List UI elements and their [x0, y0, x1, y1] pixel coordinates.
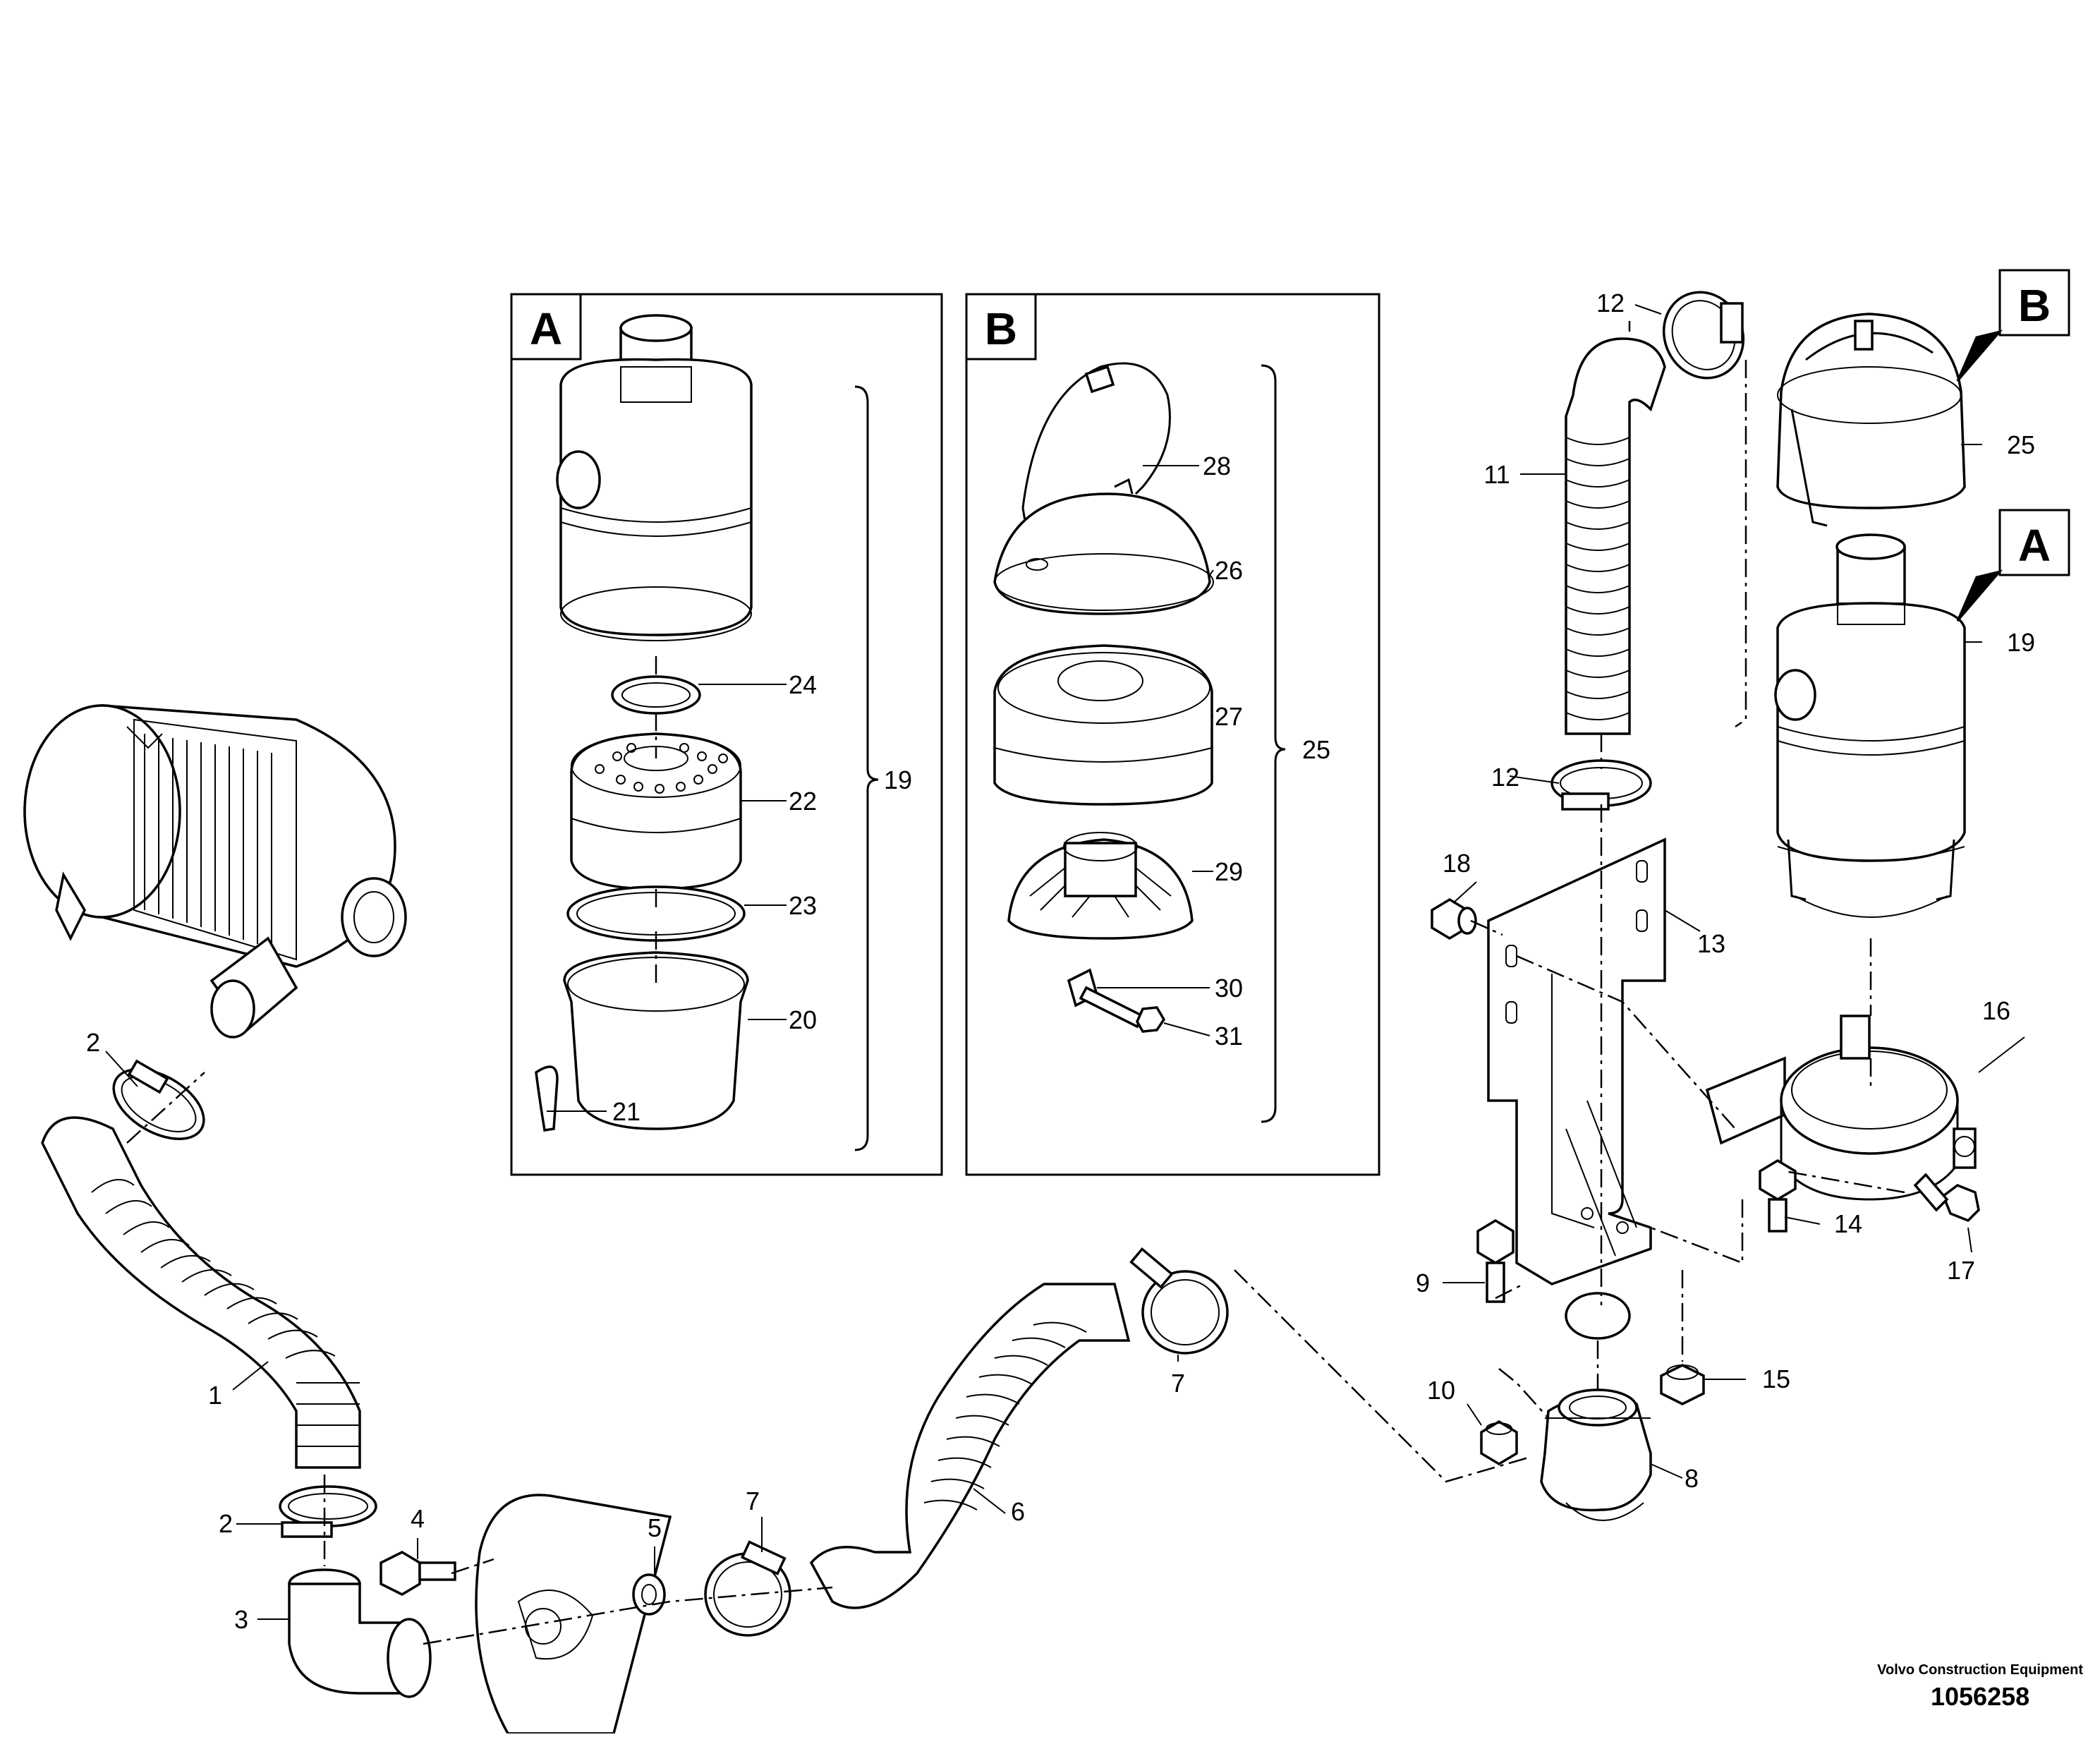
callout-25: 25 [1302, 735, 1330, 764]
bolt-31 [1079, 986, 1166, 1033]
callout-22: 22 [789, 787, 817, 816]
retaining-clip-28 [1021, 362, 1171, 552]
elbow-8 [1540, 1388, 1652, 1521]
bolt-14 [1759, 1158, 1797, 1233]
callout-19: 19 [884, 765, 912, 794]
bracket-19 [854, 385, 879, 1151]
callout-23: 23 [789, 891, 817, 920]
callout-28: 28 [1203, 452, 1231, 480]
callout-29: 29 [1215, 857, 1243, 886]
hose-clamp-12-top [1662, 291, 1745, 380]
detail-box-b: B [965, 293, 1380, 1176]
svg-text:A: A [2018, 520, 2051, 571]
seal-ring-24 [611, 675, 701, 715]
callout-17: 17 [1947, 1256, 1975, 1285]
assembly-axes-left [126, 1072, 1531, 1645]
hose-clamp-12-bottom [1550, 759, 1652, 811]
callout-6: 6 [1011, 1497, 1025, 1526]
flexible-hose-11 [1565, 337, 1666, 735]
detail-tag-b: B [985, 303, 1017, 354]
flexible-hose-1 [41, 1116, 361, 1469]
air-cleaner-housing [23, 704, 407, 1039]
bolt-17 [1913, 1173, 1980, 1223]
mounting-ring [1565, 1292, 1631, 1340]
hose-clamp-7-right [1129, 1247, 1229, 1355]
callout-18: 18 [1443, 849, 1471, 878]
callout-12-top: 12 [1596, 289, 1625, 317]
hose-clamp-7-left [704, 1540, 791, 1637]
assembly-axes-right [1470, 321, 1905, 1419]
cyclone-27 [993, 644, 1213, 806]
callout-27: 27 [1215, 702, 1243, 731]
callout-1: 1 [208, 1381, 222, 1410]
hose-clamp-upper-left [112, 1059, 205, 1140]
detail-marker-b: B [1956, 269, 2070, 382]
callout-31: 31 [1215, 1022, 1243, 1051]
callout-9: 9 [1416, 1269, 1430, 1297]
callout-4: 4 [411, 1504, 425, 1533]
manufacturer-name: Volvo Construction Equipment [1877, 1662, 2083, 1678]
callout-5: 5 [648, 1513, 662, 1542]
nut-18 [1431, 897, 1477, 940]
svg-text:B: B [2018, 280, 2051, 331]
detail-box-a: A [510, 293, 943, 1176]
filter-housing-19-installed [1774, 533, 1966, 918]
callout-16: 16 [1982, 996, 2010, 1025]
callout-7-left: 7 [746, 1487, 760, 1515]
nut-15 [1660, 1364, 1705, 1405]
bracket-25 [1261, 364, 1286, 1123]
callout-30: 30 [1215, 974, 1243, 1003]
callout-7-right: 7 [1171, 1369, 1185, 1398]
band-clamp-16 [1705, 1015, 1977, 1201]
callout-24: 24 [789, 670, 817, 699]
drawing-number: 1056258 [1930, 1682, 2030, 1711]
callout-25-right: 25 [2007, 430, 2035, 459]
callout-14: 14 [1834, 1209, 1862, 1238]
callout-19-right: 19 [2007, 628, 2035, 657]
callout-2-upper: 2 [86, 1028, 100, 1057]
callout-2-lower: 2 [219, 1509, 233, 1538]
detail-marker-a: A [1956, 509, 2070, 622]
callout-13: 13 [1697, 929, 1725, 958]
callout-3: 3 [234, 1605, 248, 1634]
cap-25-assembly [1776, 313, 1966, 527]
filter-element-22 [570, 732, 742, 890]
cap-26 [993, 492, 1214, 615]
callout-21: 21 [612, 1097, 641, 1126]
hose-clamp-lower-left [279, 1485, 377, 1538]
nut-5 [632, 1573, 666, 1616]
callout-12-bottom: 12 [1491, 763, 1519, 792]
bolt-9 [1476, 1218, 1515, 1303]
callout-20: 20 [789, 1005, 817, 1034]
filter-housing-19 [556, 314, 753, 641]
callout-26: 26 [1215, 556, 1243, 585]
clip-21 [535, 1065, 559, 1132]
panel-plate [475, 1494, 672, 1735]
callout-8: 8 [1685, 1464, 1699, 1493]
drawing-credit: Volvo Construction Equipment 1056258 [1877, 1662, 2083, 1712]
callout-15: 15 [1762, 1364, 1790, 1393]
callout-11: 11 [1483, 460, 1510, 489]
bracket-13 [1487, 837, 1666, 1285]
nut-10 [1480, 1420, 1518, 1466]
flexible-hose-6 [809, 1283, 1131, 1609]
elbow-3 [288, 1568, 432, 1698]
callout-labels: 2 1 2 3 4 5 6 7 7 8 9 10 11 12 12 13 14 … [86, 289, 2035, 1634]
vane-29 [1007, 832, 1194, 940]
callout-10: 10 [1427, 1376, 1455, 1405]
bolt-4 [380, 1551, 456, 1596]
detail-tag-a: A [530, 303, 562, 354]
bowl-20 [563, 951, 749, 1130]
leader-lines [105, 304, 2025, 1620]
